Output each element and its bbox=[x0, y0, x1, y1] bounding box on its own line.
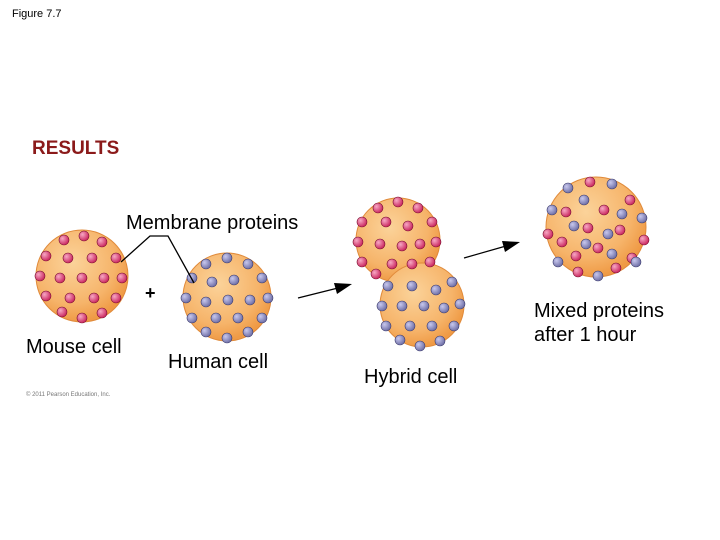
hybrid-cell-label: Hybrid cell bbox=[364, 366, 458, 388]
plus-sign: + bbox=[145, 283, 156, 303]
results-heading: RESULTS bbox=[32, 138, 120, 159]
arrow-to-mixed bbox=[463, 241, 520, 259]
copyright-notice: © 2011 Pearson Education, Inc. bbox=[26, 392, 111, 398]
mouse-cell-label: Mouse cell bbox=[26, 336, 122, 358]
mixed-cell bbox=[542, 176, 650, 282]
membrane-proteins-pointer bbox=[120, 235, 195, 284]
hybrid-cell bbox=[352, 196, 466, 352]
membrane-proteins-label: Membrane proteins bbox=[126, 212, 299, 234]
mixed-cell-mouse-proteins bbox=[542, 176, 650, 278]
hybrid-cell-human-proteins bbox=[376, 276, 466, 352]
mixed-proteins-label-line2: after 1 hour bbox=[534, 324, 637, 346]
figure-label: Figure 7.7 bbox=[12, 8, 62, 20]
hybrid-cell-mouse-proteins bbox=[352, 196, 442, 280]
mouse-cell bbox=[34, 229, 129, 324]
human-cell bbox=[180, 252, 274, 344]
human-cell-proteins bbox=[180, 252, 274, 344]
arrow-to-hybrid bbox=[297, 283, 352, 299]
human-cell-label: Human cell bbox=[168, 351, 269, 373]
mouse-cell-proteins bbox=[34, 230, 128, 324]
mixed-proteins-label-line1: Mixed proteins bbox=[534, 300, 665, 322]
mixed-cell-human-proteins bbox=[546, 178, 648, 282]
